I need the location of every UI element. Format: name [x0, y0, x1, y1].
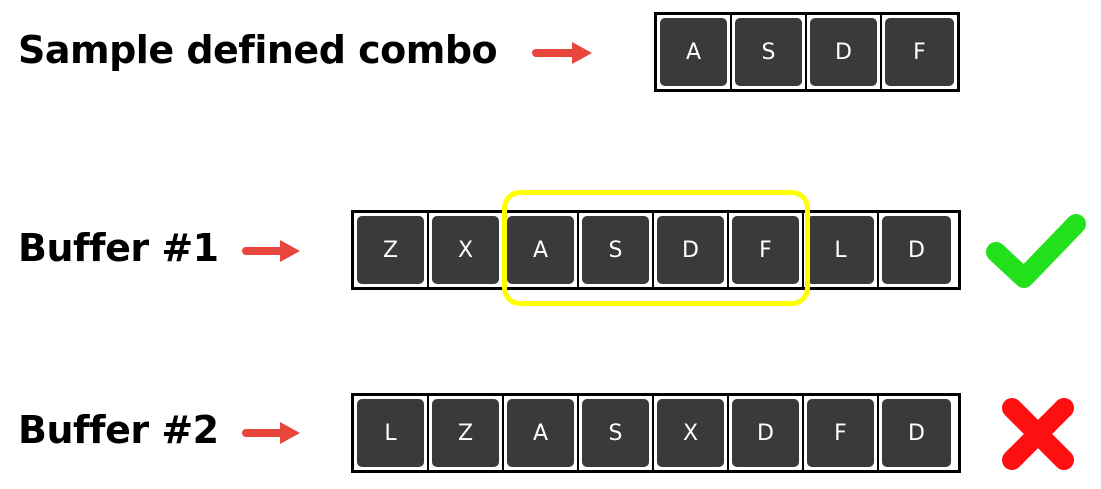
arrow-icon [532, 42, 592, 64]
buffer-2-label: Buffer #2 [18, 408, 219, 452]
key-cap: X [657, 399, 724, 467]
key-cell: D [879, 396, 954, 470]
check-icon [986, 214, 1086, 288]
key-cell: Z [429, 396, 504, 470]
key-cap: F [807, 399, 874, 467]
arrow-icon [242, 422, 300, 444]
arrow-icon [242, 240, 300, 262]
key-cap: L [357, 399, 424, 467]
key-cap: D [810, 18, 877, 86]
key-cap: A [507, 399, 574, 467]
key-cap: D [882, 216, 951, 284]
combo-label: Sample defined combo [18, 28, 498, 72]
key-cap: D [732, 399, 799, 467]
key-cell: X [429, 213, 504, 287]
key-cell: F [729, 213, 804, 287]
key-cell: S [732, 15, 807, 89]
key-cap: A [507, 216, 574, 284]
key-cell: Z [354, 213, 429, 287]
key-cap: F [732, 216, 799, 284]
key-cell: F [882, 15, 957, 89]
key-cell: L [804, 213, 879, 287]
key-cell: D [729, 396, 804, 470]
key-cap: Z [357, 216, 424, 284]
key-cap: S [582, 399, 649, 467]
key-cap: D [882, 399, 951, 467]
key-cap: A [660, 18, 727, 86]
key-cell: F [804, 396, 879, 470]
buffer-1-label: Buffer #1 [18, 226, 219, 270]
key-cap: S [735, 18, 802, 86]
key-cell: D [654, 213, 729, 287]
key-cell: S [579, 396, 654, 470]
key-cap: S [582, 216, 649, 284]
key-cell: A [504, 396, 579, 470]
key-cell: D [807, 15, 882, 89]
key-cell: X [654, 396, 729, 470]
key-cell: A [504, 213, 579, 287]
key-cap: L [807, 216, 874, 284]
key-cap: D [657, 216, 724, 284]
key-cell: D [879, 213, 954, 287]
match-highlight [502, 190, 810, 306]
key-cap: Z [432, 399, 499, 467]
key-cell: A [657, 15, 732, 89]
key-cell: L [354, 396, 429, 470]
key-cap: X [432, 216, 499, 284]
key-cell: S [579, 213, 654, 287]
cross-icon [1002, 398, 1074, 470]
key-cap: F [885, 18, 954, 86]
